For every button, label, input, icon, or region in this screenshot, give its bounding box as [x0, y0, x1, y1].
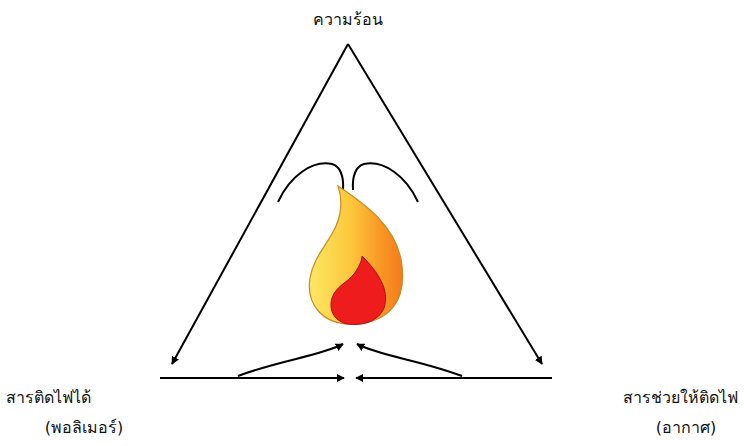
fuel-label: สารติดไฟได้ [6, 388, 91, 408]
triangle-sides [160, 44, 552, 378]
oxidizer-note: (อากาศ) [656, 418, 716, 438]
fuel-note: (พอลิเมอร์) [45, 418, 123, 438]
heat-label: ความร้อน [313, 10, 383, 30]
oxidizer-label: สารช่วยให้ติดไฟ [623, 388, 738, 408]
flame-icon [309, 186, 402, 324]
